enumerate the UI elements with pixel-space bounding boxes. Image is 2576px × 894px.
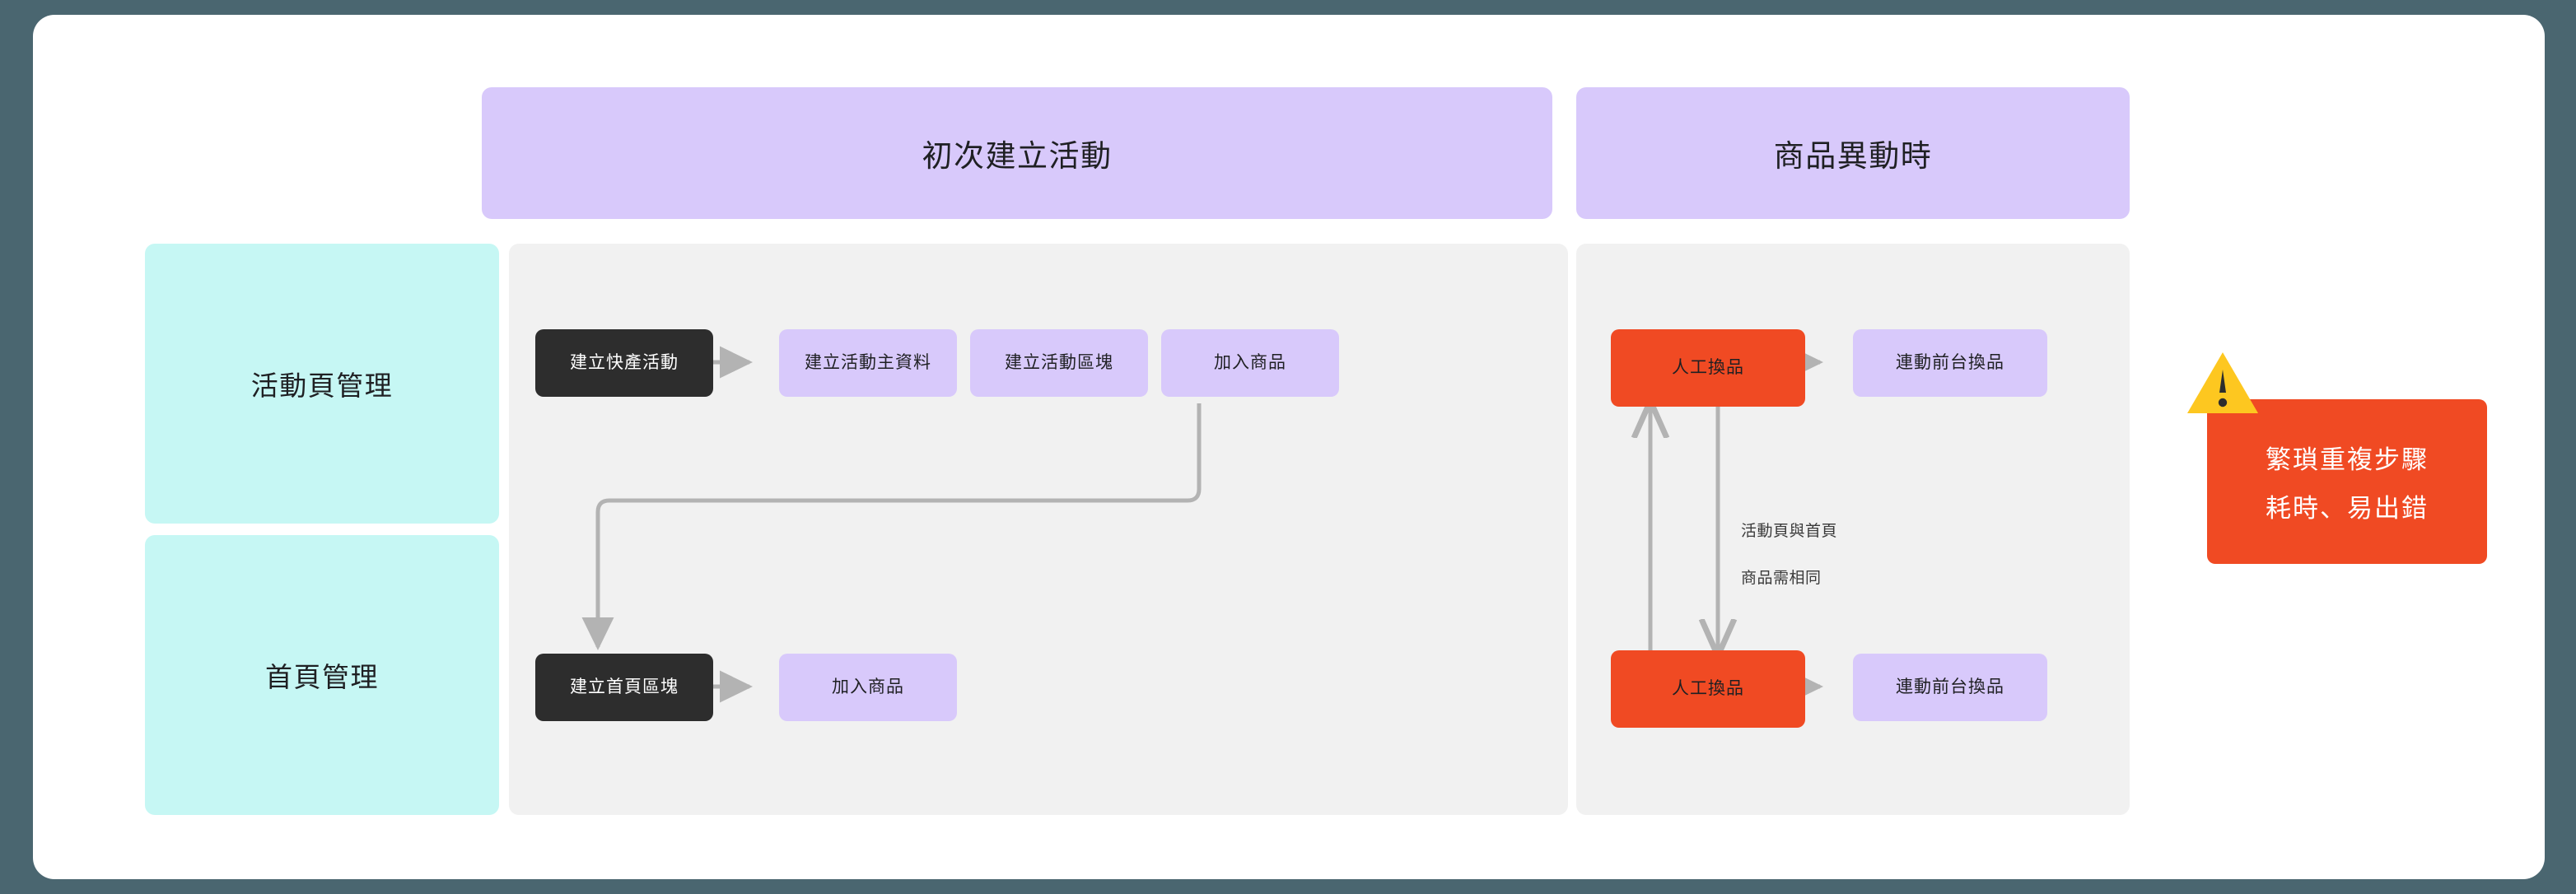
node-label: 人工換品 [1672,678,1744,699]
node-manual-swap-top[interactable]: 人工換品 [1611,329,1805,407]
node-label: 加入商品 [832,677,904,697]
flow-panel-product-change: 活動頁與首頁 商品需相同 人工換品 連動前台換品 人工換品 連動前台換品 [1576,244,2130,815]
node-label: 建立快產活動 [570,352,679,373]
phase-header-initial-setup: 初次建立活動 [482,87,1552,219]
sync-requirement-note: 活動頁與首頁 商品需相同 [1741,496,1837,613]
sync-note-line-1: 活動頁與首頁 [1741,521,1838,540]
row-label-campaign-page-management: 活動頁管理 [145,244,499,524]
row-label-text: 活動頁管理 [250,370,394,402]
node-label: 建立首頁區塊 [570,677,679,697]
connector-add-product-to-home-block [581,403,1202,651]
node-create-quick-campaign[interactable]: 建立快產活動 [535,329,713,397]
phase-header-product-change: 商品異動時 [1576,87,2130,219]
diagram-canvas: 初次建立活動 商品異動時 活動頁管理 首頁管理 [33,15,2545,879]
callout-line-1: 繁瑣重複步驟 [2266,445,2429,475]
node-create-home-block[interactable]: 建立首頁區塊 [535,654,713,721]
node-create-campaign-master[interactable]: 建立活動主資料 [779,329,957,397]
node-label: 連動前台換品 [1896,352,2004,373]
node-label: 建立活動主資料 [805,352,931,373]
node-add-product-home[interactable]: 加入商品 [779,654,957,721]
sync-note-line-2: 商品需相同 [1741,568,1822,587]
node-add-product-campaign[interactable]: 加入商品 [1161,329,1339,397]
node-sync-front-swap-bottom[interactable]: 連動前台換品 [1853,654,2047,721]
node-label: 人工換品 [1672,357,1744,378]
row-label-text: 首頁管理 [265,661,379,693]
callout-line-2: 耗時、易出錯 [2266,494,2429,524]
phase-header-label: 初次建立活動 [922,138,1113,174]
node-manual-swap-bottom[interactable]: 人工換品 [1611,650,1805,728]
node-create-campaign-block[interactable]: 建立活動區塊 [970,329,1148,397]
warning-callout: 繁瑣重複步驟 耗時、易出錯 [2207,399,2487,564]
flow-panel-initial-setup: 建立快產活動 建立活動主資料 建立活動區塊 加入商品 建立首頁區塊 加入商品 [509,244,1568,815]
node-label: 加入商品 [1214,352,1286,373]
node-label: 建立活動區塊 [1005,352,1113,373]
node-label: 連動前台換品 [1896,677,2004,697]
phase-header-label: 商品異動時 [1773,138,1933,174]
row-label-homepage-management: 首頁管理 [145,535,499,815]
node-sync-front-swap-top[interactable]: 連動前台換品 [1853,329,2047,397]
warning-triangle-icon [2187,352,2258,413]
